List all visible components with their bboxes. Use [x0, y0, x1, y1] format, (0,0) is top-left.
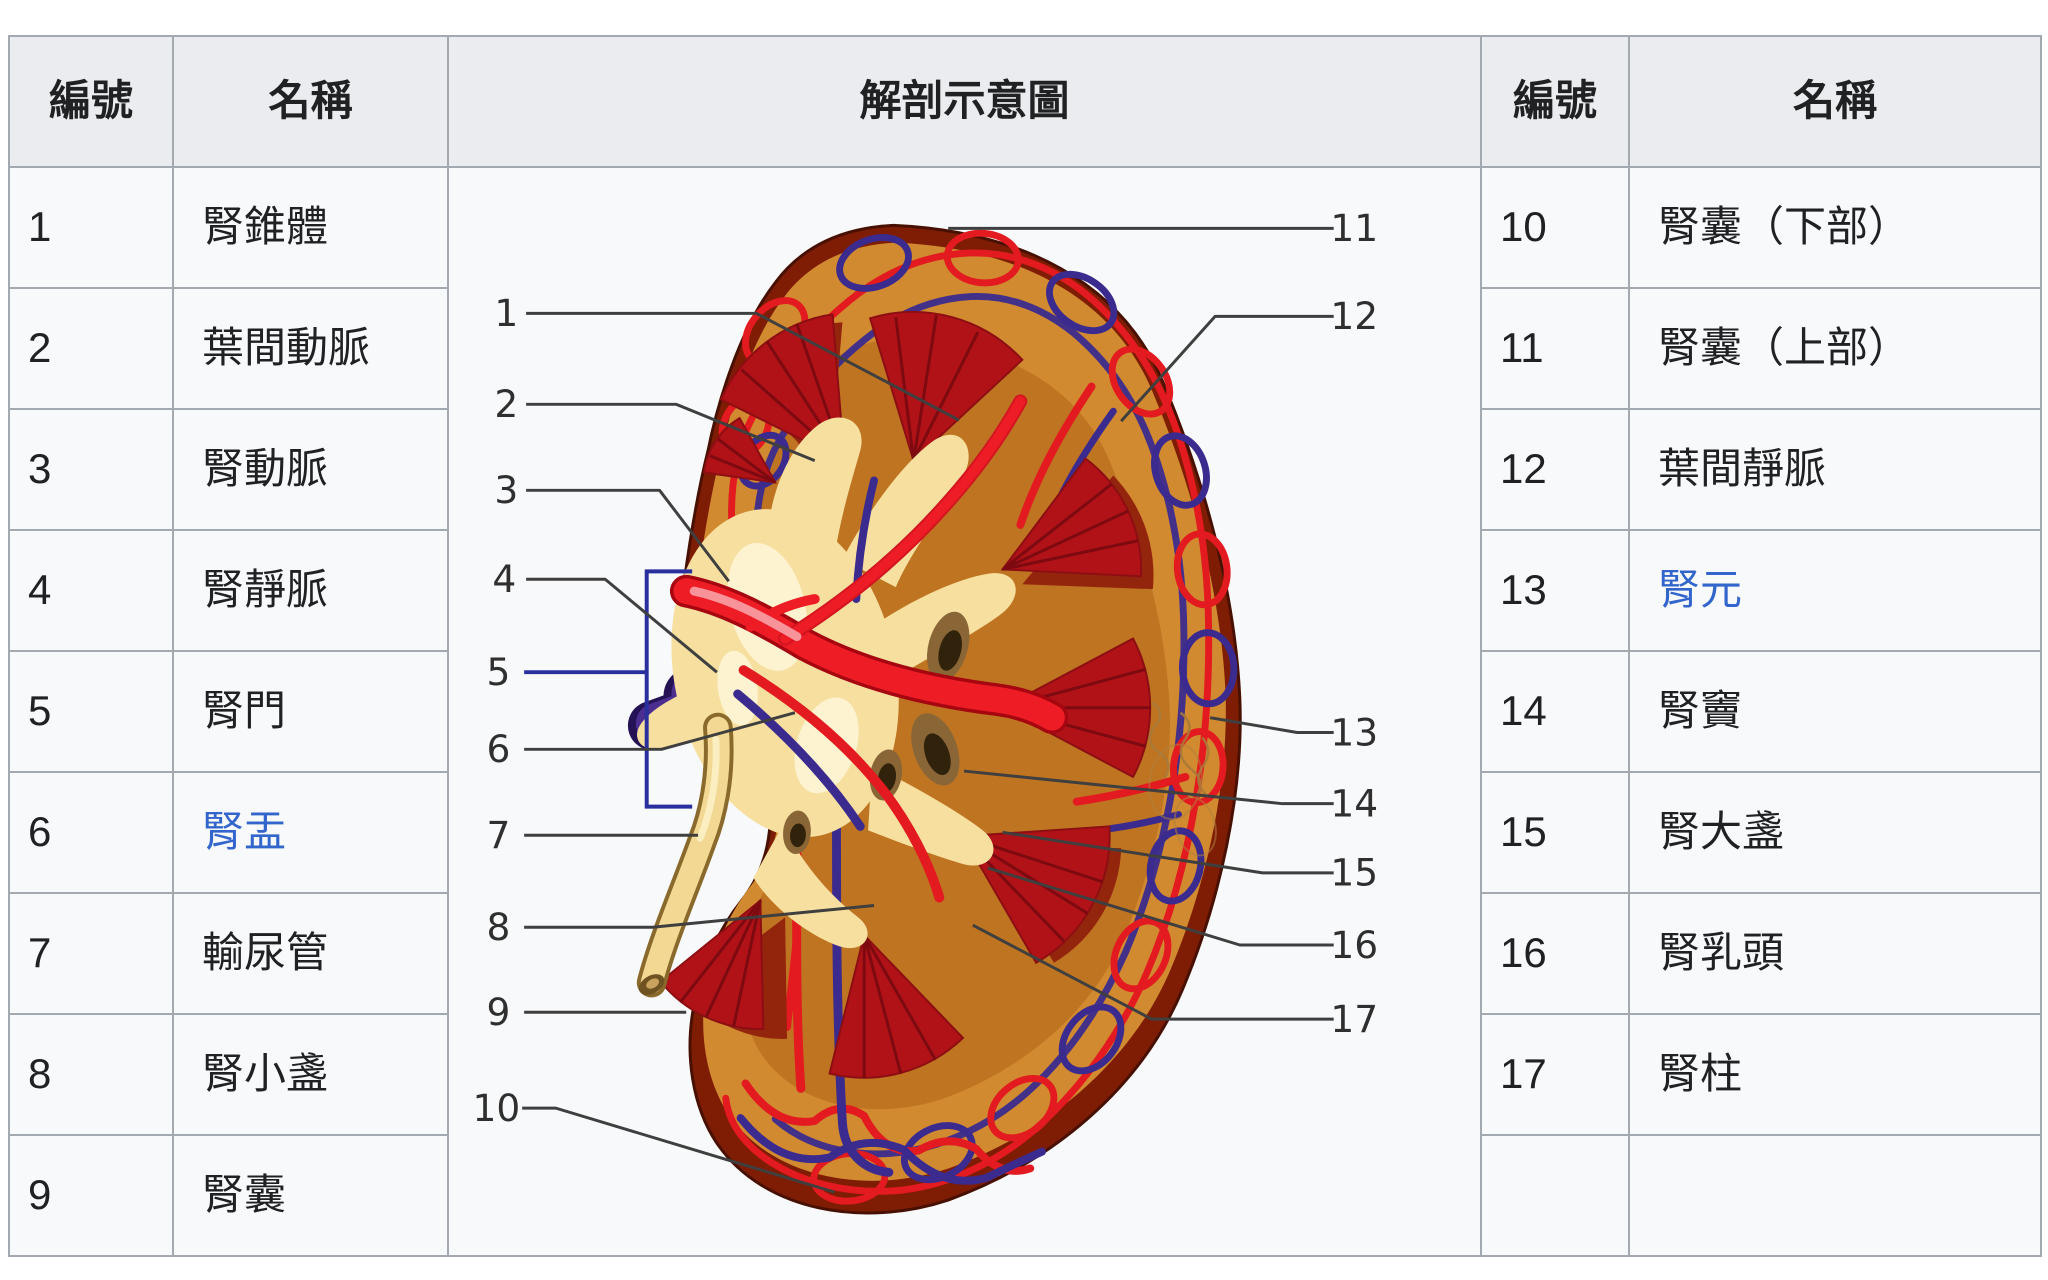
leader-3 [526, 488, 730, 582]
leader-1 [526, 311, 960, 422]
diagram-number-7: 7 [486, 813, 510, 857]
row-id-cell: 7 [8, 892, 174, 1015]
table-row: 3 腎動脈 12 葉間靜脈 [8, 408, 2042, 531]
leader-6 [524, 711, 796, 751]
row-id-cell: 15 [1480, 771, 1630, 894]
diagram-number-3: 3 [494, 468, 518, 512]
renal-artery [669, 394, 1069, 734]
diagram-number-5: 5 [486, 650, 510, 694]
row-id-cell: 9 [8, 1134, 174, 1257]
row-id-cell: 8 [8, 1013, 174, 1136]
row-name-cell: 腎錐體 [172, 166, 449, 289]
row-id-cell: 1 [8, 166, 174, 289]
diagram-number-2: 2 [494, 382, 518, 426]
leader-10 [522, 1106, 835, 1194]
row-name-cell: 腎元 [1628, 529, 2042, 652]
header-left-name: 名稱 [172, 35, 449, 168]
table-row: 4 腎靜脈 13 腎元 [8, 529, 2042, 652]
row-id-cell: 13 [1480, 529, 1630, 652]
leader-14 [963, 769, 1334, 805]
header-row: 編號 名稱 解剖示意圖 編號 名稱 [8, 35, 2042, 168]
wiki-link-renal-pelvis[interactable]: 腎盂 [202, 808, 287, 856]
diagram-number-4: 4 [492, 557, 516, 601]
leader-17 [972, 923, 1334, 1021]
kidney-diagram: 1 2 3 4 5 6 7 8 9 10 11 12 13 14 [473, 206, 1379, 1215]
kidney-anatomy-table: 編號 名稱 解剖示意圖 編號 名稱 1 腎錐體 [8, 35, 2042, 1257]
diagram-number-6: 6 [486, 727, 510, 771]
diagram-number-11: 11 [1330, 206, 1378, 250]
row-name-cell: 腎囊（下部） [1628, 166, 2042, 289]
kidney-anatomy-table-wrap: 編號 名稱 解剖示意圖 編號 名稱 1 腎錐體 [8, 35, 2042, 1257]
wiki-link-nephron[interactable]: 腎元 [1658, 566, 1743, 614]
sinus-fat [783, 611, 970, 854]
leader-8 [524, 903, 875, 929]
row-id-cell: 4 [8, 529, 174, 652]
header-left-id: 編號 [8, 35, 174, 168]
diagram-number-17: 17 [1330, 997, 1378, 1041]
row-id-cell: 14 [1480, 650, 1630, 773]
row-name-cell: 葉間靜脈 [1628, 408, 2042, 531]
table-row: 8 腎小盞 17 腎柱 [8, 1013, 2042, 1136]
table-row: 7 輸尿管 16 腎乳頭 [8, 892, 2042, 1015]
leader-2 [526, 402, 816, 462]
row-name-cell: 腎大盞 [1628, 771, 2042, 894]
row-name-cell: 葉間動脈 [172, 287, 449, 410]
row-id-cell: 5 [8, 650, 174, 773]
leader-4 [526, 577, 718, 674]
header-right-name: 名稱 [1628, 35, 2042, 168]
row-name-cell: 腎乳頭 [1628, 892, 2042, 1015]
hilum-bracket [524, 569, 693, 809]
row-id-cell: 10 [1480, 166, 1630, 289]
row-name-cell: 腎小盞 [172, 1013, 449, 1136]
diagram-number-8: 8 [486, 905, 510, 949]
diagram-number-16: 16 [1330, 923, 1378, 967]
leader-lines [522, 226, 1334, 1194]
row-name-cell: 腎囊（上部） [1628, 287, 2042, 410]
row-id-cell: 11 [1480, 287, 1630, 410]
header-diagram: 解剖示意圖 [447, 35, 1482, 168]
diagram-numbers: 1 2 3 4 5 6 7 8 9 10 11 12 13 14 [473, 206, 1379, 1130]
table-row: 5 腎門 14 腎竇 [8, 650, 2042, 773]
diagram-number-1: 1 [494, 291, 518, 335]
row-id-cell [1480, 1134, 1630, 1257]
diagram-number-13: 13 [1330, 710, 1378, 754]
row-id-cell: 2 [8, 287, 174, 410]
leader-15 [1002, 830, 1334, 875]
table-row: 9 腎囊 [8, 1134, 2042, 1257]
header-right-id: 編號 [1480, 35, 1630, 168]
row-name-cell: 腎柱 [1628, 1013, 2042, 1136]
kidney-diagram-cell: 1 2 3 4 5 6 7 8 9 10 11 12 13 14 [447, 166, 1482, 1257]
ureter [636, 712, 734, 998]
row-name-cell: 腎門 [172, 650, 449, 773]
table-row: 6 腎盂 15 腎大盞 [8, 771, 2042, 894]
row-id-cell: 12 [1480, 408, 1630, 531]
nephron-region [1148, 701, 1217, 857]
table-row: 1 腎錐體 [8, 166, 2042, 1257]
row-name-cell: 腎盂 [172, 771, 449, 894]
diagram-number-14: 14 [1330, 781, 1378, 825]
row-id-cell: 16 [1480, 892, 1630, 1015]
diagram-number-9: 9 [486, 990, 510, 1034]
row-id-cell: 3 [8, 408, 174, 531]
renal-pyramids [659, 310, 1152, 1079]
row-name-cell: 腎竇 [1628, 650, 2042, 773]
diagram-number-10: 10 [473, 1086, 521, 1130]
row-name-cell: 腎靜脈 [172, 529, 449, 652]
diagram-number-12: 12 [1330, 294, 1378, 338]
row-name-cell: 腎囊 [172, 1134, 449, 1257]
row-name-cell [1628, 1134, 2042, 1257]
leader-12 [1120, 314, 1334, 422]
row-name-cell: 腎動脈 [172, 408, 449, 531]
diagram-number-15: 15 [1330, 850, 1378, 894]
leader-16 [987, 866, 1334, 947]
row-name-cell: 輸尿管 [172, 892, 449, 1015]
leader-13 [1209, 715, 1334, 734]
table-row: 2 葉間動脈 11 腎囊（上部） [8, 287, 2042, 410]
row-id-cell: 17 [1480, 1013, 1630, 1136]
row-id-cell: 6 [8, 771, 174, 894]
